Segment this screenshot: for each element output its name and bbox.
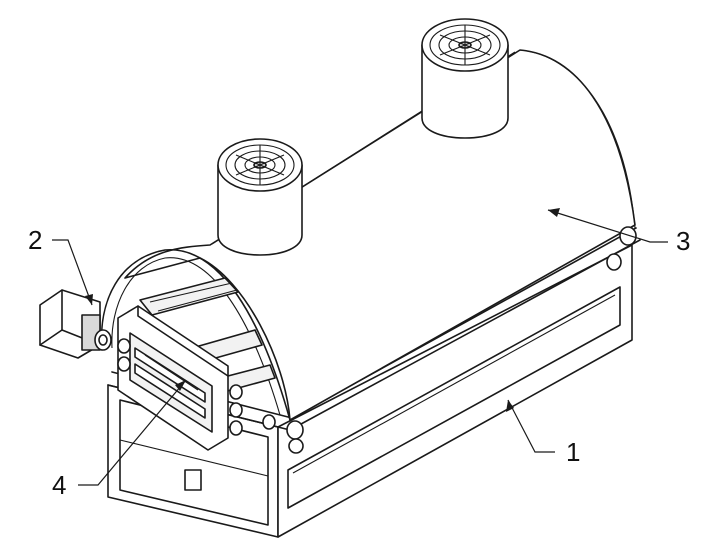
callout-leaders (52, 208, 668, 486)
fan-rear (421, 18, 509, 139)
callout-label-2: 2 (28, 225, 42, 255)
base-side-window (287, 286, 621, 509)
cover-surface (124, 49, 636, 421)
callout-label-3: 3 (676, 226, 690, 256)
clamp-assembly (117, 305, 243, 451)
fan-front (217, 138, 303, 256)
front-latch (184, 469, 202, 491)
bolts (262, 226, 637, 454)
side-connector (39, 289, 112, 359)
callout-label-4: 4 (52, 470, 66, 500)
front-arch (100, 249, 291, 421)
callout-label-1: 1 (566, 437, 580, 467)
